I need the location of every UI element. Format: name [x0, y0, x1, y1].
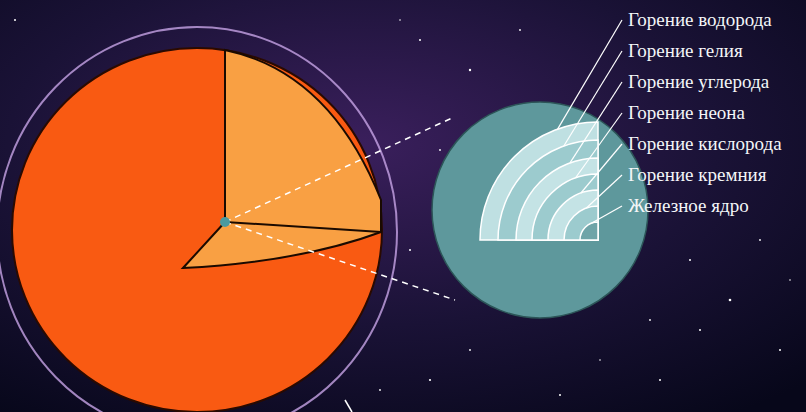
- layer-label: Горение кремния: [628, 164, 767, 186]
- zoom-line: [225, 118, 452, 222]
- leader-lines: [558, 20, 622, 223]
- core-sphere: [432, 102, 648, 318]
- zoom-line: [225, 222, 455, 300]
- core-dot: [220, 217, 230, 227]
- layer-label: Горение кислорода: [628, 133, 782, 155]
- layer-label: Железное ядро: [628, 195, 749, 217]
- cutaway-edge: [224, 50, 226, 222]
- layer-label: Горение гелия: [628, 40, 743, 62]
- layer-label: Горение углерода: [628, 71, 769, 93]
- tick-mark: [345, 400, 352, 412]
- red-giant: [12, 48, 382, 412]
- layer-label: Горение неона: [628, 102, 745, 124]
- layer-label: Горение водорода: [628, 9, 772, 31]
- cutaway-face: [183, 50, 381, 268]
- outer-shell-ring: [0, 27, 397, 412]
- onion-layers: [480, 122, 598, 240]
